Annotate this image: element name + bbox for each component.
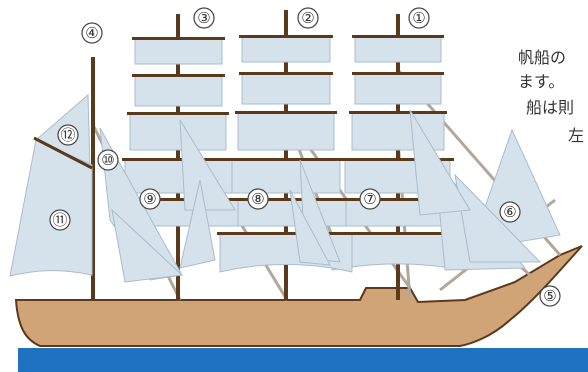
label-11: ⑪	[50, 210, 70, 230]
label-3: ③	[194, 8, 214, 28]
label-4-text: ④	[85, 24, 98, 42]
label-10: ⑩	[98, 150, 118, 170]
label-7-text: ⑦	[363, 190, 376, 208]
label-5: ⑤	[540, 286, 560, 306]
label-6: ⑥	[500, 202, 520, 222]
label-12: ⑫	[58, 125, 78, 145]
caption-line-1: 帆船の	[518, 44, 566, 68]
label-2-text: ②	[301, 9, 314, 27]
label-10-text: ⑩	[101, 151, 114, 169]
label-4: ④	[82, 23, 102, 43]
label-1-text: ①	[412, 9, 425, 27]
label-5-text: ⑤	[543, 287, 556, 305]
label-8-text: ⑧	[251, 190, 264, 208]
label-9-text: ⑨	[143, 190, 156, 208]
caption-line-4: 左	[568, 122, 584, 146]
caption-line-2: ます。	[518, 68, 564, 92]
label-7: ⑦	[360, 189, 380, 209]
sea	[18, 348, 588, 372]
label-9: ⑨	[140, 189, 160, 209]
label-2: ②	[298, 8, 318, 28]
caption-line-3: 船は則	[526, 94, 574, 118]
label-3-text: ③	[197, 9, 210, 27]
label-1: ①	[409, 8, 429, 28]
label-11-text: ⑪	[52, 211, 67, 229]
label-12-text: ⑫	[60, 126, 75, 144]
label-8: ⑧	[248, 189, 268, 209]
label-6-text: ⑥	[503, 203, 516, 221]
